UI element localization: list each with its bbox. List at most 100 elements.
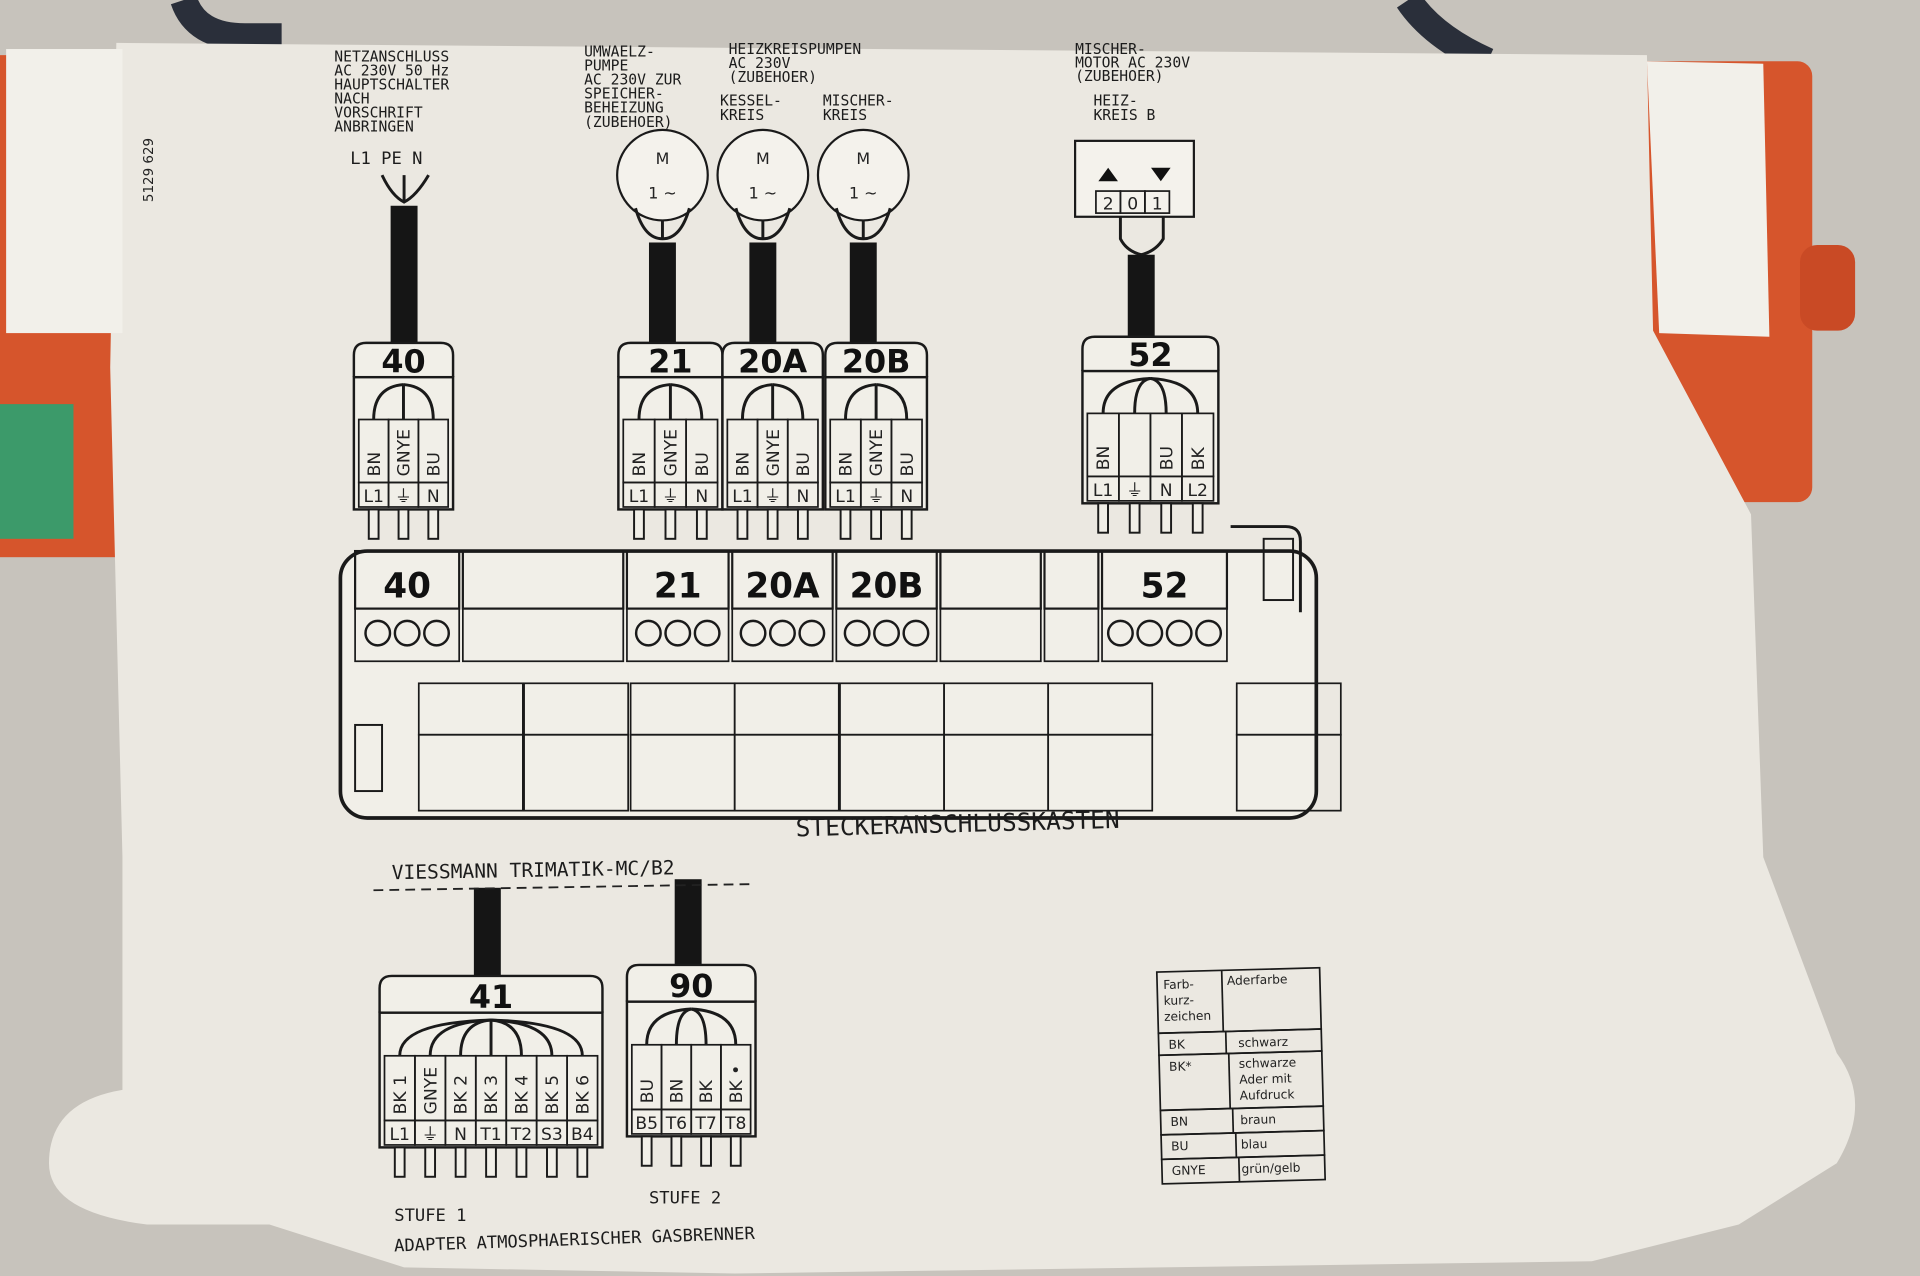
internal-wire [670,383,704,420]
note-heizkreispumpen: HEIZKREISPUMPEN [729,41,862,58]
pin [640,1135,653,1167]
wire-color-label: BK • [727,1065,747,1104]
housing-tab [1800,244,1856,331]
paper-flap-left [6,49,123,334]
controller-label: VIESSMANN TRIMATIK-MC/B2 [392,856,675,884]
pin [664,508,677,540]
pin-label: N [454,1125,467,1145]
terminal-screw-icon [423,619,450,647]
note-mischerkreis: MISCHER- [823,92,894,109]
pin [1160,502,1173,534]
wire-color-label: BU [794,452,814,476]
internal-wire [1101,376,1151,414]
note-heizkreis-b: KREIS B [1093,107,1155,124]
plug-box-top-right [1230,525,1302,613]
legend-color: Aufdruck [1239,1087,1295,1102]
internal-wire [1133,376,1151,414]
terminal-screw-icon [902,619,930,647]
mixer-pin-cell [1144,190,1171,214]
pin [393,1146,406,1178]
connector-number: 40 [381,342,425,380]
slot-number: 20A [745,567,820,607]
pin-label: L2 [1187,481,1207,501]
cable [749,242,777,343]
wire-color-label: GNYE [764,429,784,476]
note-mischermotor: MISCHER- [1075,41,1146,58]
pin-label: L1 [1093,481,1113,501]
green-terminal [0,404,74,539]
internal-wire [428,1018,492,1056]
legend-code: GNYE [1172,1163,1206,1178]
legend-color: schwarz [1238,1035,1288,1050]
pin-label: T6 [665,1114,687,1134]
ground-icon: ⏚ [764,487,781,507]
connector-number: 90 [669,967,713,1005]
legend-divider [1220,970,1225,1032]
note-netzanschluss: VORSCHRIFT [334,105,423,122]
terminal-screw-icon [768,619,796,647]
terminal-screw-icon [739,619,767,647]
pin [515,1146,528,1178]
pin [427,508,440,540]
pin-cell [1181,475,1215,502]
pin [870,508,882,540]
wire-color-label: GNYE [395,429,415,476]
legend-code: BK [1168,1037,1186,1051]
pin [700,1135,712,1167]
wire-color-label: BN [1094,446,1114,471]
note-kesselkreis: KREIS [720,107,764,124]
pin-label: N [1160,481,1173,501]
cable [849,242,877,343]
pin-label: N [900,487,913,507]
pin-label: L1 [629,487,649,507]
netz-wire-labels: L1 PE N [350,149,422,169]
wire-color-label: BU [424,452,444,476]
pin-label: S3 [541,1125,563,1145]
cable [1127,254,1155,338]
note-heizkreispumpen: (ZUBEHOER) [729,69,817,86]
wire-color-label: BU [638,1079,658,1103]
connector-number: 21 [648,342,692,380]
slot-terminal-area [939,607,1042,663]
pin [424,1146,437,1178]
pin [397,508,410,540]
note-umwaelzpumpe: UMWAELZ- [584,43,655,60]
connector-header [1081,335,1220,372]
pin-cell [685,481,719,508]
legend-divider [1234,1132,1238,1158]
pin-cell [566,1119,599,1146]
pin [900,508,913,540]
internal-wire [740,383,773,420]
motor-symbol-icon [816,128,910,222]
pin [736,508,749,540]
legend-row [1160,1154,1327,1185]
legend-code: BN [1170,1115,1188,1129]
wire-color-label: BN [837,452,857,477]
mixer-pin-label: 2 [1103,194,1114,214]
terminal-screw-icon [873,619,900,647]
pin [546,1146,558,1178]
legend-color: grün/gelb [1241,1161,1300,1177]
mixer-motor-box [1074,139,1195,218]
connector-header [824,341,929,378]
wire-color-label: BK 1 [391,1075,411,1114]
internal-wire [490,1018,584,1056]
side-latch [354,723,384,793]
note-netzanschluss: AC 230V 50 Hz [334,62,449,79]
note-netzanschluss: NACH [334,91,369,108]
wire-color-label: BK 6 [573,1075,593,1114]
pin-label: N [796,487,809,507]
wire-color-label: BN [734,452,754,477]
ground-icon: ⏚ [662,487,679,507]
terminal-screw-icon [798,619,826,647]
cable-top-right [1396,0,1494,74]
slot-number: 20B [850,567,924,607]
note-umwaelzpumpe: AC 230V ZUR [584,72,681,89]
wire-fan [634,207,691,241]
wire-color-label: BU [1157,446,1177,470]
ground-icon: ⏚ [422,1125,439,1145]
legend-divider [1224,1031,1228,1054]
